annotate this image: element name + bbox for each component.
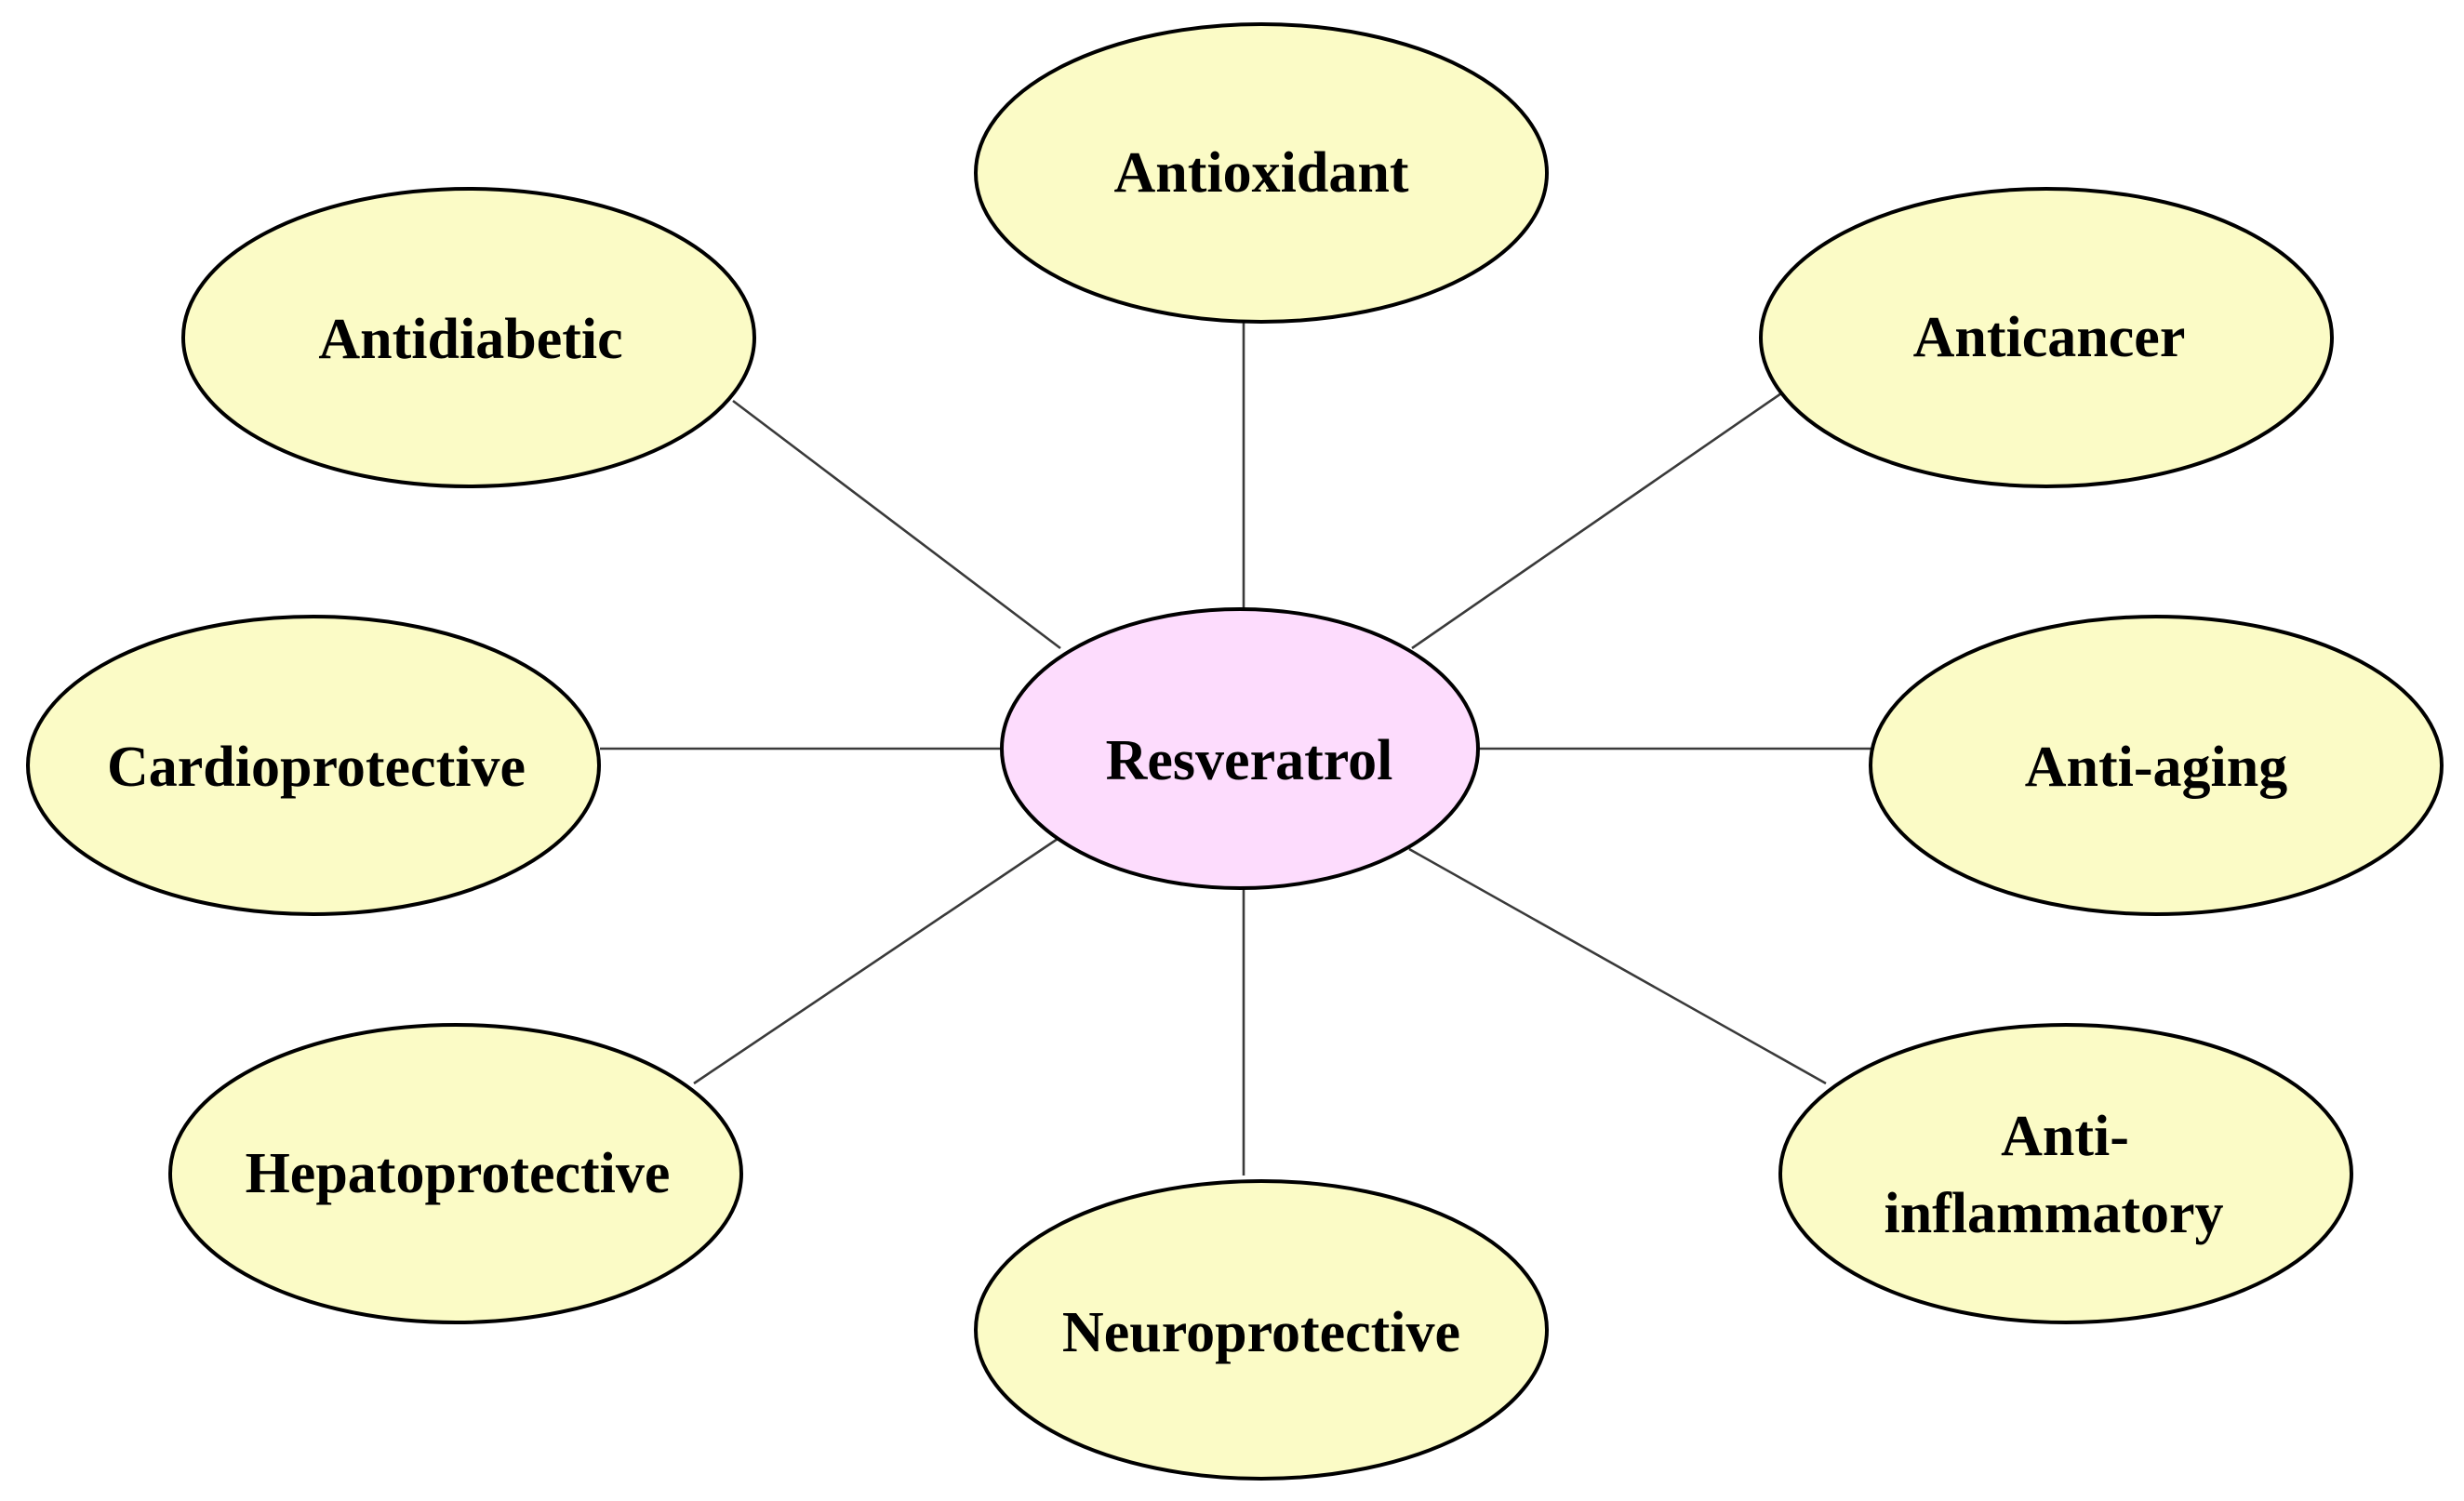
anti-aging-label: Anti-aging	[2025, 736, 2287, 799]
anticancer-ellipse	[1759, 187, 2334, 488]
anti-inflammatory-label-line2: inflammatory	[1884, 1182, 2223, 1245]
connector-antidiabetic	[732, 399, 1061, 650]
node-neuroprotective: Neuroprotective	[974, 1179, 1549, 1481]
node-antioxidant: Antioxidant	[974, 22, 1549, 324]
neuroprotective-label: Neuroprotective	[1062, 1301, 1460, 1364]
hepatoprotective-ellipse	[168, 1023, 743, 1324]
connector-hepatoprotective	[693, 835, 1061, 1085]
antioxidant-label: Antioxidant	[1114, 141, 1409, 205]
node-anti-aging: Anti-aging	[1869, 615, 2444, 916]
antidiabetic-ellipse	[181, 187, 756, 488]
connector-anti-inflammatory	[1408, 847, 1827, 1085]
anti-inflammatory-label-line1: Anti-	[2001, 1105, 2129, 1168]
cardioprotective-ellipse	[26, 615, 601, 916]
anti-aging-ellipse	[1869, 615, 2444, 916]
center-ellipse	[1000, 607, 1480, 890]
connector-anticancer	[1411, 392, 1782, 650]
anti-inflammatory-ellipse	[1778, 1023, 2353, 1324]
hepatoprotective-label: Hepatoprotective	[246, 1142, 671, 1205]
antidiabetic-label: Antidiabetic	[318, 308, 622, 371]
antioxidant-ellipse	[974, 22, 1549, 324]
node-antidiabetic: Antidiabetic	[181, 187, 756, 488]
connectors	[600, 321, 1872, 1176]
center-label: Resveratrol	[1106, 729, 1393, 792]
cardioprotective-label: Cardioprotective	[107, 736, 526, 799]
node-cardioprotective: Cardioprotective	[26, 615, 601, 916]
center-node: Resveratrol	[1000, 607, 1480, 890]
anticancer-label: Anticancer	[1913, 306, 2186, 369]
node-anticancer: Anticancer	[1759, 187, 2334, 488]
node-hepatoprotective: Hepatoprotective	[168, 1023, 743, 1324]
node-anti-inflammatory: Anti- inflammatory	[1778, 1023, 2353, 1324]
neuroprotective-ellipse	[974, 1179, 1549, 1481]
